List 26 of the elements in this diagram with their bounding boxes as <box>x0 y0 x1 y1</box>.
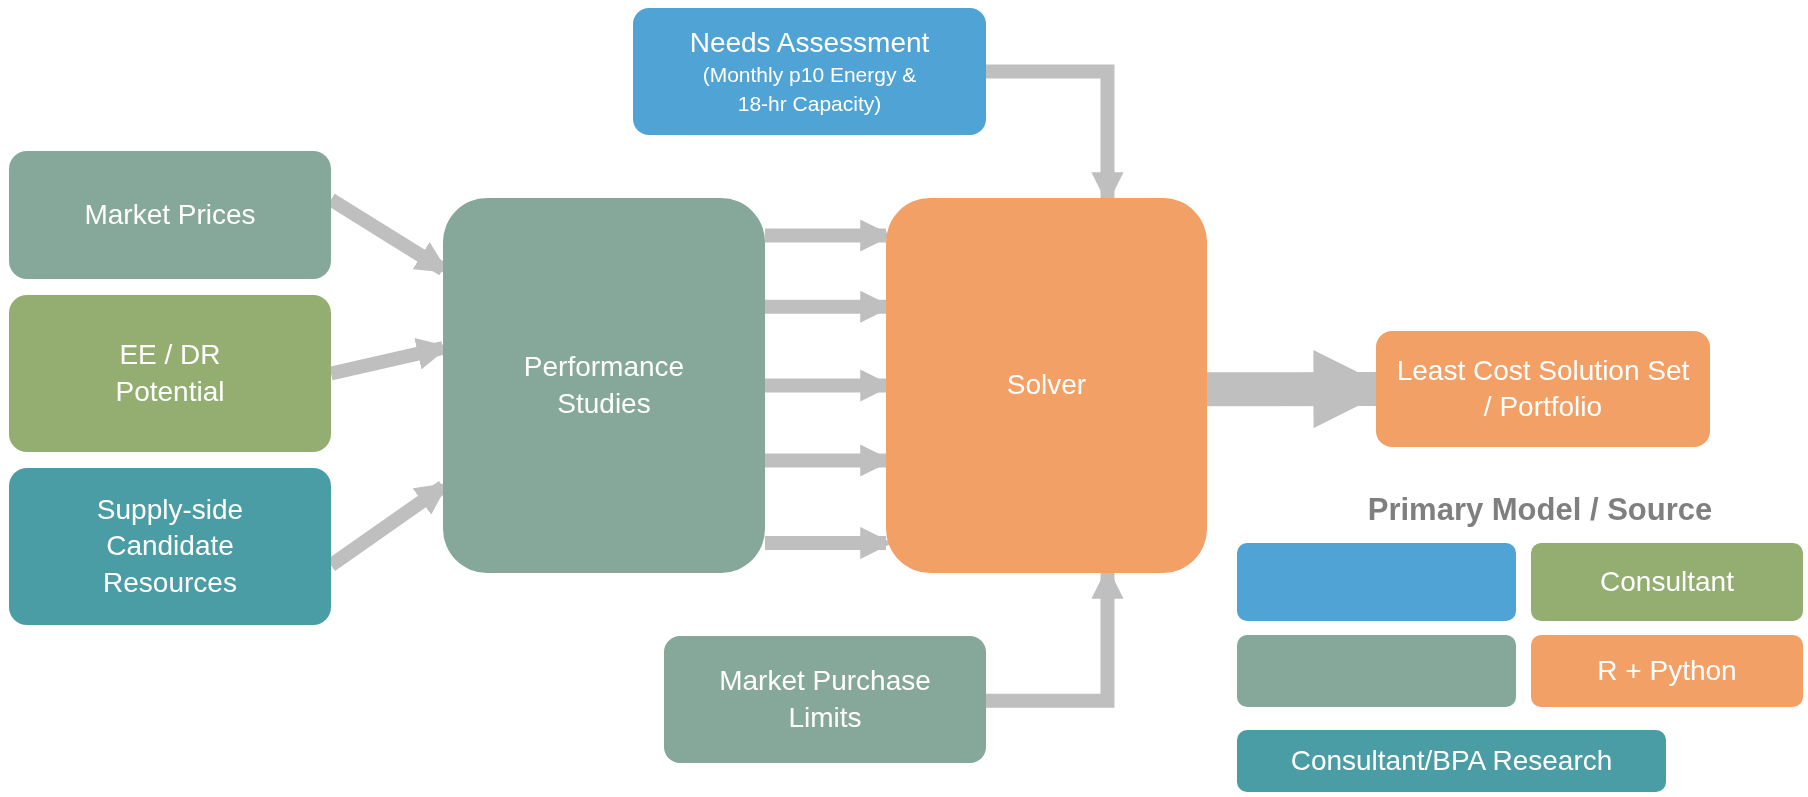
key-box <box>1237 635 1516 707</box>
box-title: Market Purchase Limits <box>718 664 932 735</box>
key-box <box>1237 543 1516 621</box>
process-box <box>886 198 1207 573</box>
input-box <box>633 8 986 135</box>
box-subtitle: (Monthly p10 Energy & 18-hr Capacity) <box>701 62 918 117</box>
box-title: Market Prices <box>84 197 256 232</box>
box-title: Supply-side Candidate Resources <box>95 492 245 600</box>
box-title: EE / DR Potential <box>114 338 226 409</box>
box-title: Solver <box>1006 368 1087 403</box>
process-box <box>443 198 765 573</box>
box-title: Least Cost Solution Set / Portfolio <box>1395 353 1691 424</box>
box-title: R + Python <box>1597 653 1737 688</box>
key-box <box>1237 730 1666 792</box>
box-title: Consultant <box>1600 564 1734 599</box>
key-heading: Primary Model / Source <box>1366 492 1714 528</box>
input-box <box>9 151 331 279</box>
input-box <box>664 636 986 763</box>
key-box <box>1531 635 1803 707</box>
key-box <box>1531 543 1803 621</box>
input-box <box>9 295 331 452</box>
box-title: Needs Assessment <box>689 25 930 60</box>
box-title: Consultant/BPA Research <box>1290 743 1613 778</box>
input-box <box>9 468 331 625</box>
box-title: Performance Studies <box>522 350 686 421</box>
output-box <box>1376 331 1710 447</box>
